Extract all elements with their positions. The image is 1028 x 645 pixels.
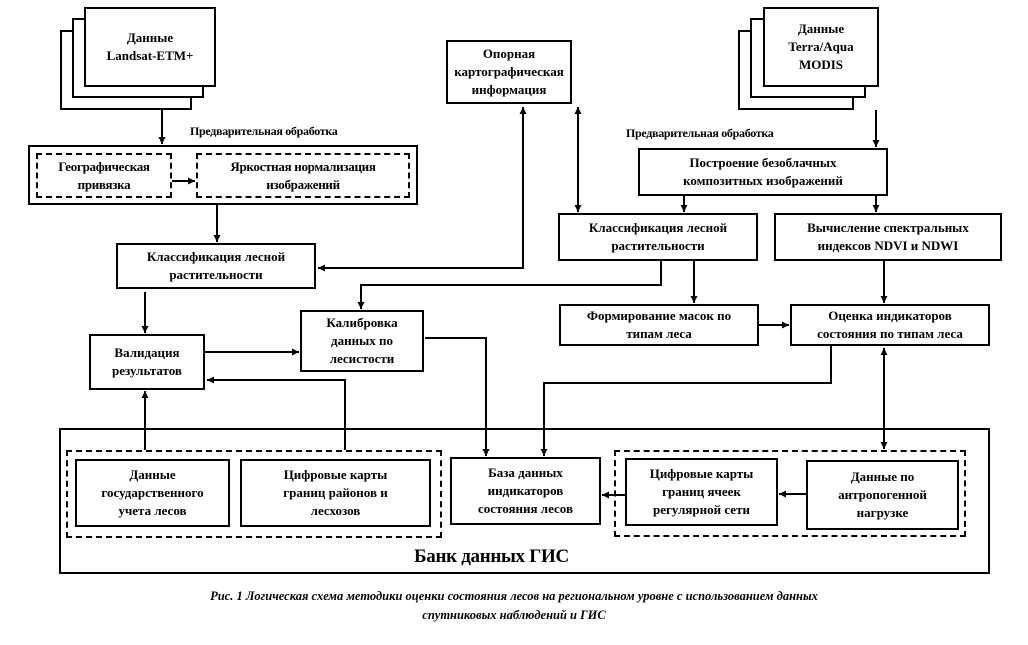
forest-masks-box: Формирование масок по типам леса [559,304,759,346]
classification-left-box: Классификация лесной растительности [116,243,316,289]
district-maps-box: Цифровые карты границ районов и лесхозов [240,459,431,527]
cloudfree-composite-box: Построение безоблачных композитных изобр… [638,148,888,196]
preprocessing-label-left: Предварительная обработка [190,124,338,138]
classification-right-box: Классификация лесной растительности [558,213,758,261]
indicators-eval-box: Оценка индикаторов состояния по типам ле… [790,304,990,346]
landsat-data-box: Данные Landsat-ETM+ [84,7,216,87]
reference-carto-box: Опорная картографическая информация [446,40,572,104]
figure-caption: Рис. 1 Логическая схема методики оценки … [210,589,818,622]
bottom-left-dashed-group [66,450,442,538]
state-forest-data-box: Данные государственного учета лесов [75,459,230,527]
georef-dashed-frame [36,153,172,198]
georef-box: Географическая привязка [58,158,150,192]
brightness-norm-box: Яркостная нормализация изображений [230,158,376,192]
spectral-indices-box: Вычисление спектральных индексов NDVI и … [774,213,1002,261]
arrow-classification-right-to-calibration [357,261,662,309]
grid-maps-box: Цифровые карты границ ячеек регулярной с… [625,458,778,526]
gis-bank-label: Банк данных ГИС [414,546,569,567]
indicators-db-box: База данных индикаторов состояния лесов [450,457,601,525]
calibration-box: Калибровка данных по лесистости [300,310,424,372]
modis-data-box: Данные Terra/Aqua MODIS [763,7,879,87]
validation-box: Валидация результатов [89,334,205,390]
preprocessing-label-right: Предварительная обработка [626,126,774,140]
anthropogenic-load-box: Данные по антропогенной нагрузке [806,460,959,530]
